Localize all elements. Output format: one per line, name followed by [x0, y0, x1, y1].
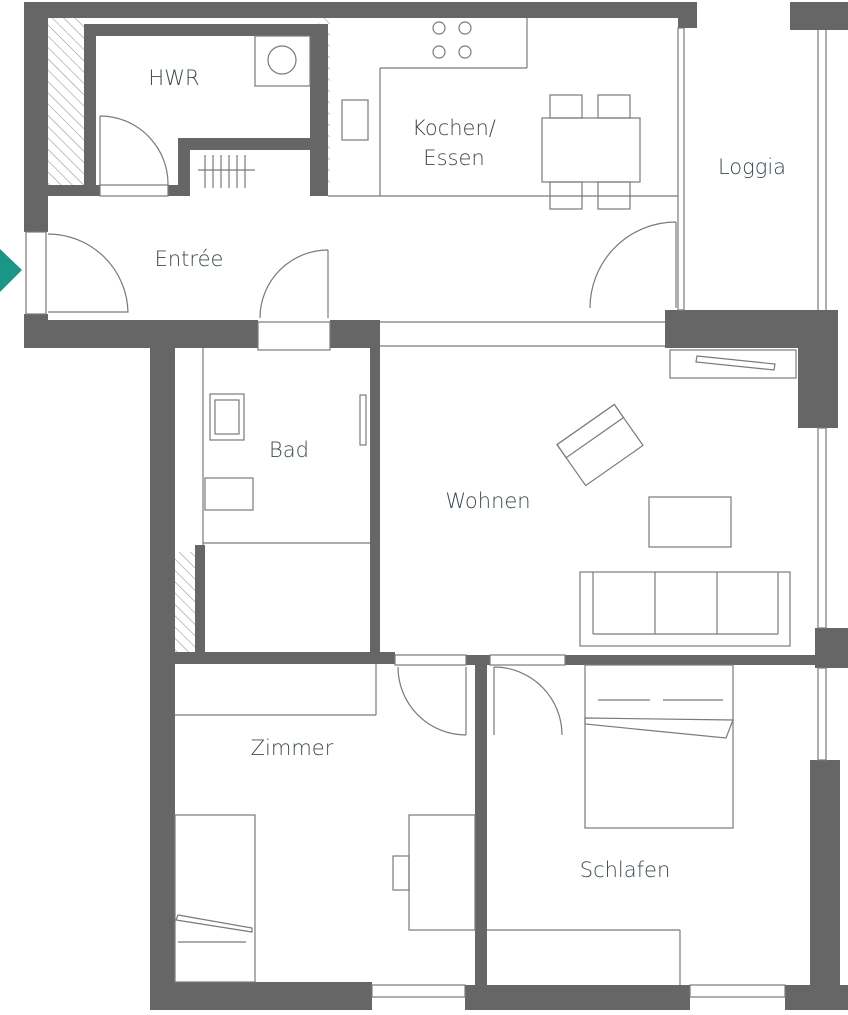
room-label-schlafen: Schlafen: [579, 858, 671, 882]
walls: [24, 2, 848, 1010]
windows-and-thin-lines: [25, 18, 827, 998]
entry-arrow-icon: [0, 249, 22, 292]
room-label-wohnen: Wohnen: [445, 489, 531, 513]
room-label-loggia: Loggia: [717, 155, 787, 179]
room-label-hwr: HWR: [148, 66, 200, 90]
room-label-bad: Bad: [269, 438, 309, 462]
room-label-zimmer: Zimmer: [250, 736, 334, 760]
room-label-entree: Entrée: [154, 247, 224, 271]
furniture: [174, 21, 797, 985]
doors: [47, 115, 677, 736]
room-label-kochen-essen: Kochen/ Essen: [412, 116, 496, 170]
